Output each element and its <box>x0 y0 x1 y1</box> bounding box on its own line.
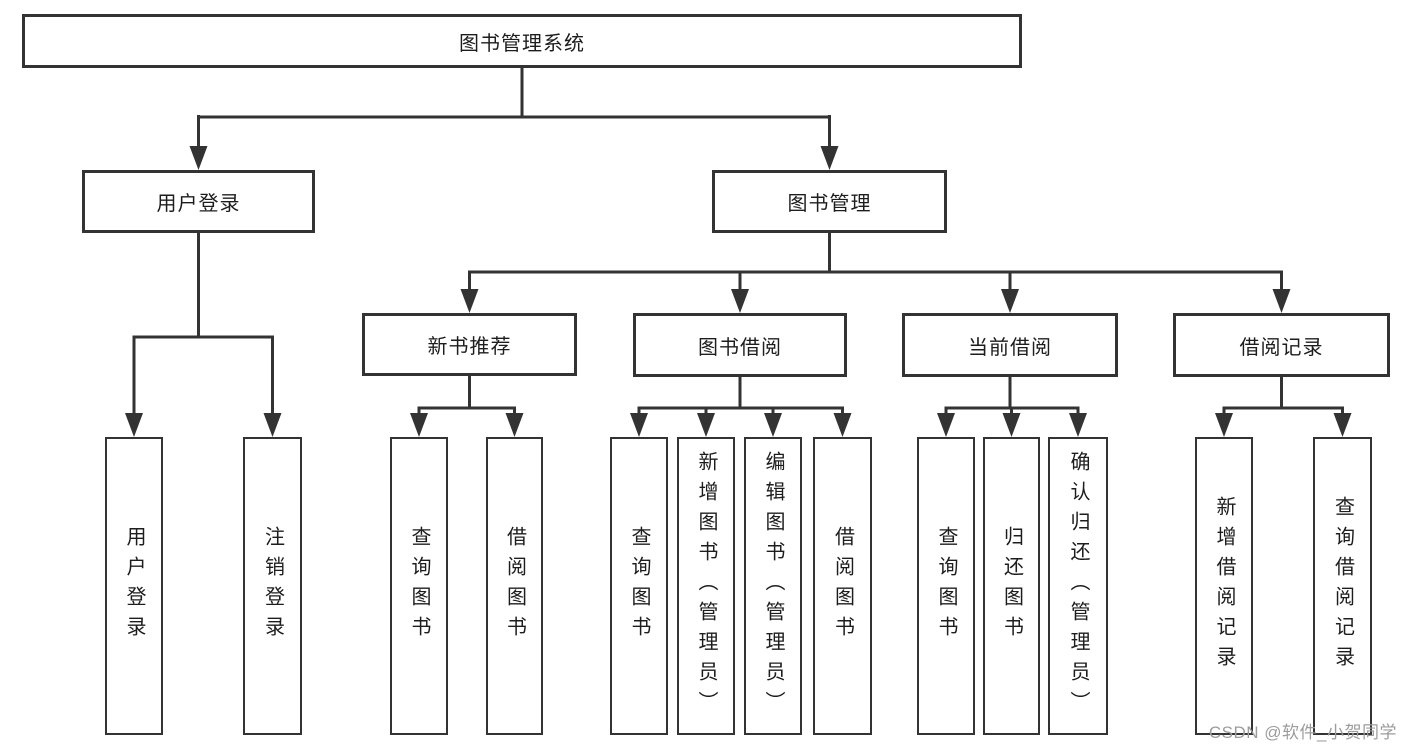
leaf-label: 编辑图书（管理员） <box>762 451 784 721</box>
node-book-management: 图书管理 <box>712 170 947 233</box>
leaf-borrow-books-2: 借阅图书 <box>813 437 872 735</box>
leaf-query-books-1: 查询图书 <box>390 437 448 735</box>
node-user-login: 用户登录 <box>82 170 315 233</box>
leaf-confirm-return-admin: 确认归还（管理员） <box>1048 437 1108 735</box>
leaf-label: 借阅图书 <box>831 526 854 646</box>
node-current-borrow: 当前借阅 <box>902 313 1118 377</box>
node-root-library-system: 图书管理系统 <box>22 14 1022 68</box>
leaf-label: 借阅图书 <box>503 526 526 646</box>
leaf-label: 查询图书 <box>408 526 430 646</box>
leaf-label: 新增借阅记录 <box>1213 496 1235 676</box>
node-borrow-records: 借阅记录 <box>1173 313 1390 377</box>
leaf-borrow-books-1: 借阅图书 <box>486 437 543 735</box>
leaf-label: 注销登录 <box>261 526 284 646</box>
leaf-query-books-3: 查询图书 <box>917 437 975 735</box>
csdn-watermark: CSDN @软件_小贺同学 <box>1208 723 1397 742</box>
leaf-label: 查询图书 <box>935 526 957 646</box>
leaf-return-books: 归还图书 <box>983 437 1040 735</box>
leaf-query-books-2: 查询图书 <box>610 437 668 735</box>
leaf-label: 用户登录 <box>123 526 145 646</box>
leaf-label: 新增图书（管理员） <box>695 451 717 721</box>
leaf-label: 查询借阅记录 <box>1331 496 1354 676</box>
leaf-label: 归还图书 <box>1000 526 1023 646</box>
leaf-add-borrow-record: 新增借阅记录 <box>1195 437 1253 735</box>
leaf-add-books-admin: 新增图书（管理员） <box>677 437 735 735</box>
node-new-book-recommend: 新书推荐 <box>362 313 577 376</box>
leaf-label: 确认归还（管理员） <box>1067 451 1089 721</box>
leaf-query-borrow-record: 查询借阅记录 <box>1313 437 1372 735</box>
leaf-edit-books-admin: 编辑图书（管理员） <box>744 437 802 735</box>
leaf-user-login: 用户登录 <box>105 437 163 735</box>
leaf-logout: 注销登录 <box>243 437 302 735</box>
leaf-label: 查询图书 <box>628 526 650 646</box>
node-book-borrow: 图书借阅 <box>633 313 847 377</box>
